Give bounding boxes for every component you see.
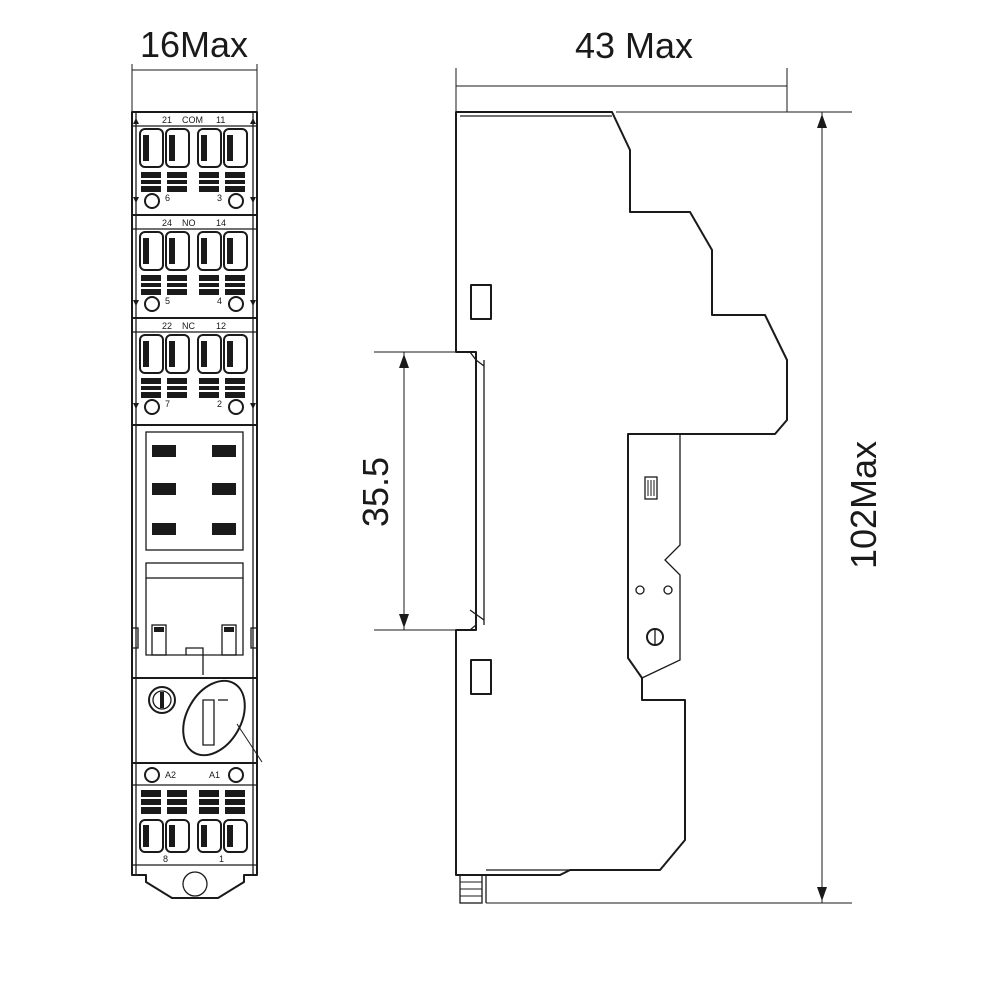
screwless-clamp[interactable] xyxy=(223,231,248,271)
test-point xyxy=(144,296,160,312)
terminal-block: 24 NO 14 5 4 xyxy=(131,214,258,312)
front-view: 16Max 21 COM 11 6 3 24 NO 14 5 4 22 NC 12 7 2 xyxy=(131,24,263,899)
test-point xyxy=(228,296,244,312)
front-width-label: 16Max xyxy=(140,24,248,65)
side-view: 43 Max xyxy=(355,25,884,904)
coil-wire-slot xyxy=(225,790,245,814)
front-body-outline xyxy=(131,111,258,899)
coil-wire-slot xyxy=(199,790,219,814)
din-rail-label: 35.5 xyxy=(355,457,396,527)
terminal-label: 3 xyxy=(217,193,222,203)
indicator-and-lever xyxy=(131,679,263,764)
screwless-clamp[interactable] xyxy=(139,128,164,168)
terminal-label: NC xyxy=(182,321,195,331)
terminal-label: 4 xyxy=(217,296,222,306)
test-point xyxy=(144,399,160,415)
terminal-label: COM xyxy=(182,115,203,125)
side-depth-label: 43 Max xyxy=(575,25,693,66)
coil-label-1: 1 xyxy=(219,854,224,864)
screwless-clamp[interactable] xyxy=(197,128,222,168)
coil-clamp[interactable] xyxy=(197,819,222,853)
screwless-clamp[interactable] xyxy=(223,128,248,168)
screwless-clamp[interactable] xyxy=(165,231,190,271)
terminal-block: 21 COM 11 6 3 xyxy=(132,115,257,209)
height-dimension: 102Max xyxy=(486,111,884,904)
height-label: 102Max xyxy=(843,441,884,569)
terminal-label: 22 xyxy=(162,321,172,331)
din-rail-dimension: 35.5 xyxy=(355,351,470,631)
retaining-clip xyxy=(131,624,258,679)
coil-terminal-block: A2 A1 8 1 xyxy=(132,767,257,897)
coil-clamp[interactable] xyxy=(139,819,164,853)
coil-wire-slot xyxy=(167,790,187,814)
coil-label-a1: A1 xyxy=(209,770,220,780)
side-depth-dimension: 43 Max xyxy=(455,25,788,112)
coil-clamp[interactable] xyxy=(223,819,248,853)
front-width-dimension: 16Max xyxy=(131,24,258,115)
screwless-clamp[interactable] xyxy=(139,231,164,271)
coil-label-8: 8 xyxy=(163,854,168,864)
screwless-clamp[interactable] xyxy=(165,128,190,168)
test-point xyxy=(228,399,244,415)
side-body-outline xyxy=(455,111,788,876)
terminal-blocks: 21 COM 11 6 3 24 NO 14 5 4 22 NC 12 7 2 xyxy=(131,115,258,415)
terminal-block: 22 NC 12 7 2 xyxy=(131,317,258,415)
terminal-label: 5 xyxy=(165,296,170,306)
terminal-label: 2 xyxy=(217,399,222,409)
terminal-label: 21 xyxy=(162,115,172,125)
terminal-label: 11 xyxy=(216,115,225,125)
upper-slot xyxy=(470,284,492,320)
coil-label-a2: A2 xyxy=(165,770,176,780)
terminal-label: 14 xyxy=(216,218,226,228)
lower-slot xyxy=(470,659,492,695)
coil-wire-slot xyxy=(141,790,161,814)
test-point xyxy=(144,193,160,209)
screwless-clamp[interactable] xyxy=(139,334,164,374)
release-mechanism xyxy=(628,433,681,679)
terminal-label: 24 xyxy=(162,218,172,228)
screwless-clamp[interactable] xyxy=(197,231,222,271)
screwless-clamp[interactable] xyxy=(223,334,248,374)
relay-pin-window xyxy=(131,424,258,656)
terminal-label: 7 xyxy=(165,399,170,409)
terminal-label: 12 xyxy=(216,321,226,331)
screwless-clamp[interactable] xyxy=(165,334,190,374)
terminal-label: NO xyxy=(182,218,196,228)
bottom-foot xyxy=(459,869,570,904)
screwless-clamp[interactable] xyxy=(197,334,222,374)
test-point xyxy=(228,193,244,209)
terminal-label: 6 xyxy=(165,193,170,203)
coil-clamp[interactable] xyxy=(165,819,190,853)
